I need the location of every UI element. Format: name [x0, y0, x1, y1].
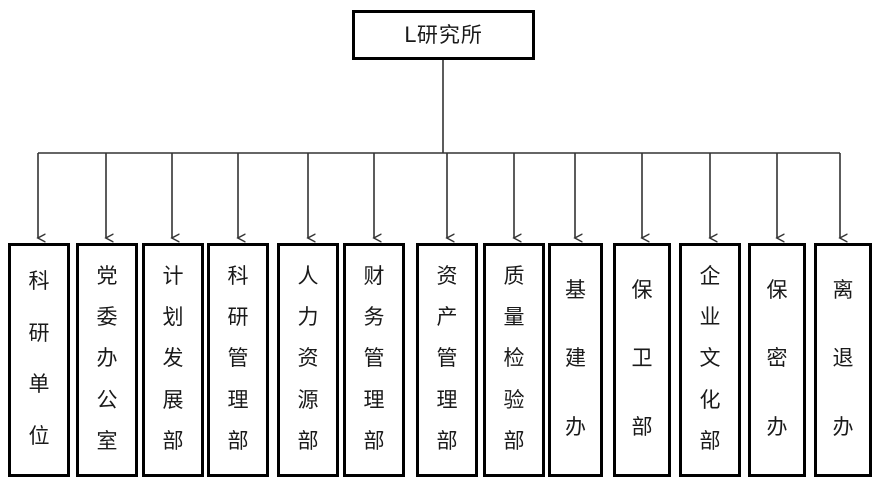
department-node-label-char: 财: [363, 264, 385, 289]
department-node-label-char: 部: [162, 428, 184, 453]
department-node-label-char: 科: [28, 269, 50, 294]
department-node[interactable]: 计划发展部: [142, 243, 204, 477]
department-node[interactable]: 保密办: [748, 243, 806, 477]
department-node-label-char: 文: [699, 346, 721, 371]
department-node-label-char: 划: [162, 305, 184, 330]
department-node[interactable]: 科研单位: [8, 243, 70, 477]
department-node[interactable]: 质量检验部: [483, 243, 545, 477]
department-node-label-char: 退: [832, 346, 854, 371]
department-node-label-char: 量: [503, 305, 525, 330]
department-node-label-char: 部: [227, 428, 249, 453]
department-node[interactable]: 企业文化部: [679, 243, 741, 477]
department-node-label-char: 部: [699, 428, 721, 453]
department-node-label-char: 理: [227, 387, 249, 412]
department-node-label-char: 理: [436, 387, 458, 412]
department-node-label-char: 办: [766, 415, 788, 440]
department-node[interactable]: 人力资源部: [277, 243, 339, 477]
department-node-label-char: 力: [297, 305, 319, 330]
department-node-label-char: 保: [766, 277, 788, 302]
department-node-label-char: 检: [503, 346, 525, 371]
department-node-label-char: 源: [297, 387, 319, 412]
department-node-label-char: 委: [96, 305, 118, 330]
department-node-label-char: 质: [503, 264, 525, 289]
department-node[interactable]: 科研管理部: [207, 243, 269, 477]
department-node-label-char: 业: [699, 305, 721, 330]
department-node[interactable]: 财务管理部: [343, 243, 405, 477]
department-node-label-char: 密: [766, 346, 788, 371]
department-node-label-char: 单: [28, 372, 50, 397]
department-node-label-char: 办: [832, 415, 854, 440]
department-node-label-char: 计: [162, 264, 184, 289]
department-node-label-char: 验: [503, 387, 525, 412]
department-node-label-char: 资: [297, 346, 319, 371]
root-node-label: L研究所: [404, 22, 483, 47]
department-node-label-char: 公: [96, 387, 118, 412]
department-node-label-char: 部: [436, 428, 458, 453]
department-node-label-char: 党: [96, 264, 118, 289]
department-node-label-char: 保: [631, 277, 653, 302]
department-node-label-char: 化: [699, 387, 721, 412]
department-node-label-char: 管: [227, 346, 249, 371]
department-node-label-char: 发: [162, 346, 184, 371]
department-node-label-char: 科: [227, 264, 249, 289]
department-node-label-char: 建: [565, 346, 586, 371]
department-node[interactable]: 保卫部: [613, 243, 671, 477]
department-node[interactable]: 离退办: [814, 243, 872, 477]
department-node[interactable]: 党委办公室: [76, 243, 138, 477]
department-node-label-char: 研: [227, 305, 249, 330]
department-node-label-char: 位: [28, 423, 50, 448]
department-node-label-char: 办: [96, 346, 118, 371]
department-node-label-char: 管: [363, 346, 385, 371]
department-node-label-char: 离: [832, 277, 854, 302]
department-node[interactable]: 资产管理部: [416, 243, 478, 477]
department-node[interactable]: 基建办: [548, 243, 603, 477]
department-node-label-char: 企: [699, 264, 721, 289]
department-node-label-char: 室: [96, 428, 118, 453]
department-node-label-char: 管: [436, 346, 458, 371]
drop-lines: [38, 153, 840, 238]
department-node-label-char: 产: [436, 305, 458, 330]
department-node-label-char: 研: [28, 320, 50, 345]
department-node-label-char: 部: [631, 415, 653, 440]
department-node-label-char: 部: [503, 428, 525, 453]
department-node-label-char: 部: [297, 428, 319, 453]
department-node-label-char: 人: [297, 264, 319, 289]
department-node-label-char: 展: [162, 387, 184, 412]
department-node-label-char: 办: [565, 415, 586, 440]
department-node-label-char: 理: [363, 387, 385, 412]
root-node[interactable]: L研究所: [352, 10, 535, 60]
department-node-label-char: 卫: [631, 346, 653, 371]
department-node-label-char: 基: [565, 277, 586, 302]
department-node-label-char: 部: [363, 428, 385, 453]
department-node-label-char: 资: [436, 264, 458, 289]
department-node-list: 科研单位党委办公室计划发展部科研管理部人力资源部财务管理部资产管理部质量检验部基…: [0, 243, 878, 477]
department-node-label-char: 务: [363, 305, 385, 330]
